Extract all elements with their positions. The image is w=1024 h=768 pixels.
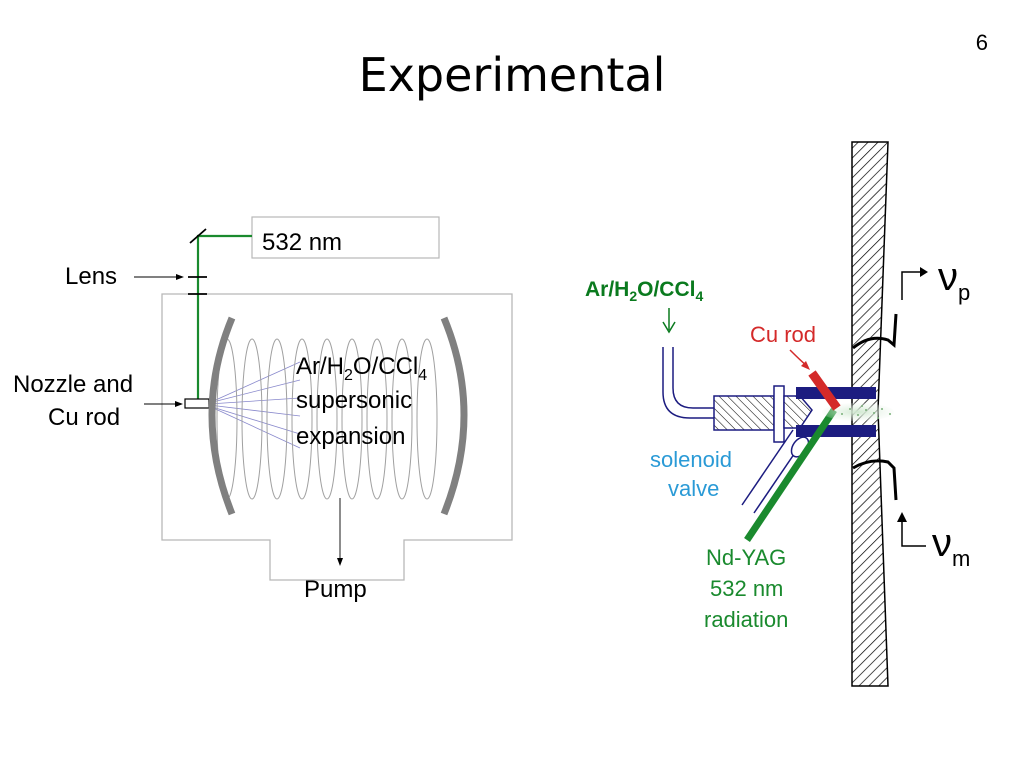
flange-plate-bottom (796, 425, 876, 437)
cu-rod-label: Cu rod (750, 322, 816, 347)
valve-flange (773, 385, 785, 443)
flange-plate-top (796, 387, 876, 399)
valve-nozzle (783, 395, 813, 429)
gas-inlet-tube (662, 347, 714, 419)
laser-wavelength-box (251, 216, 440, 259)
nozzle-label-line2: Cu rod (48, 404, 120, 431)
vacuum-chamber (161, 293, 513, 581)
page-number: 6 (975, 30, 988, 55)
cavity-mirror-right (440, 316, 468, 516)
nd-yag-label-line2: 532 nm (710, 576, 783, 601)
nu-p-arrow (901, 271, 924, 300)
turning-mirror (189, 228, 207, 244)
pump-label: Pump (304, 576, 367, 603)
solenoid-valve-body (713, 395, 775, 431)
expansion-label-line3: expansion (296, 423, 405, 450)
nd-yag-beam (744, 408, 837, 542)
slide-title: Experimental (358, 48, 666, 102)
nd-yag-label-line3: radiation (704, 607, 788, 632)
antenna-bottom (852, 459, 898, 501)
nd-yag-label-line1: Nd-YAG (706, 545, 786, 570)
antenna-top (852, 313, 898, 350)
left-diagram: 532 nm Lens Nozzle and Cu rod (13, 216, 513, 603)
nozzle-label-line1: Nozzle and (13, 371, 133, 398)
nu-p-label: νp (938, 255, 970, 305)
cu-rod (808, 370, 841, 411)
expansion-label-line1: Ar/H2O/CCl4 (296, 353, 427, 384)
lens (188, 276, 207, 295)
cavity-mirror-left (208, 316, 236, 516)
expansion-label-line2: supersonic (296, 387, 412, 414)
lens-label: Lens (65, 263, 117, 290)
nozzle (184, 398, 210, 409)
valve-label-line2: valve (668, 476, 719, 501)
laser-wavelength-label: 532 nm (262, 229, 342, 256)
nu-m-label: νm (932, 521, 970, 571)
nu-m-arrow (901, 520, 926, 547)
expansion-rays (208, 361, 301, 449)
right-diagram: Ar/H2O/CCl4 Cu rod solenoid valve Nd-YAG… (585, 141, 970, 687)
valve-label-line1: solenoid (650, 447, 732, 472)
gas-label: Ar/H2O/CCl4 (585, 278, 703, 304)
ablation-plume (822, 403, 894, 421)
